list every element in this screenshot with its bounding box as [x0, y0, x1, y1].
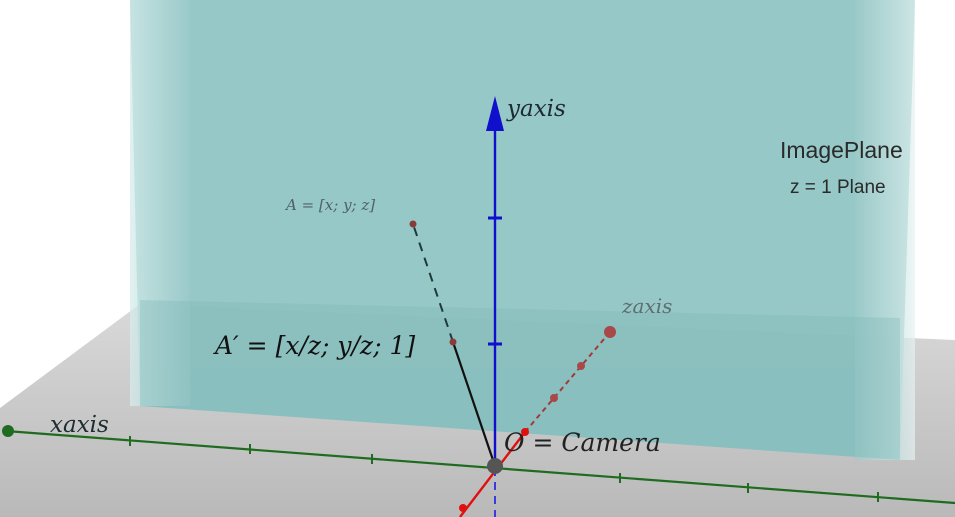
point-a-label: A = [x; y; z] — [286, 196, 376, 214]
y-axis-ticks — [488, 216, 502, 346]
x-axis-ticks — [129, 436, 879, 502]
z-axis-visible — [459, 431, 526, 517]
point-origin — [487, 458, 503, 474]
point-a-prime — [449, 338, 457, 346]
origin-camera-label: O = Camera — [504, 428, 661, 457]
image-plane-right-edge — [855, 0, 915, 460]
x-axis-arrow — [2, 425, 14, 437]
y-axis-arrow — [486, 96, 504, 131]
image-plane-subtitle: z = 1 Plane — [790, 177, 886, 198]
y-axis-label: yaxis — [507, 96, 566, 122]
point-a-prime-label: A′ = [x/z; y/z; 1] — [215, 331, 416, 360]
z-axis-hidden — [524, 331, 611, 433]
image-plane-lower-band — [140, 300, 900, 460]
ray-a-prime-to-a — [412, 223, 454, 343]
x-axis-line — [5, 429, 955, 505]
z-axis-arrow — [604, 326, 616, 338]
ray-origin-to-a-prime — [451, 341, 497, 467]
z-axis-label: zaxis — [622, 294, 673, 318]
image-plane-left-edge — [130, 0, 190, 406]
image-plane — [130, 0, 915, 460]
point-a — [409, 220, 417, 228]
image-plane-title: ImagePlane — [780, 137, 903, 163]
x-axis-label: xaxis — [50, 412, 109, 438]
z-axis-ticks — [459, 362, 585, 512]
